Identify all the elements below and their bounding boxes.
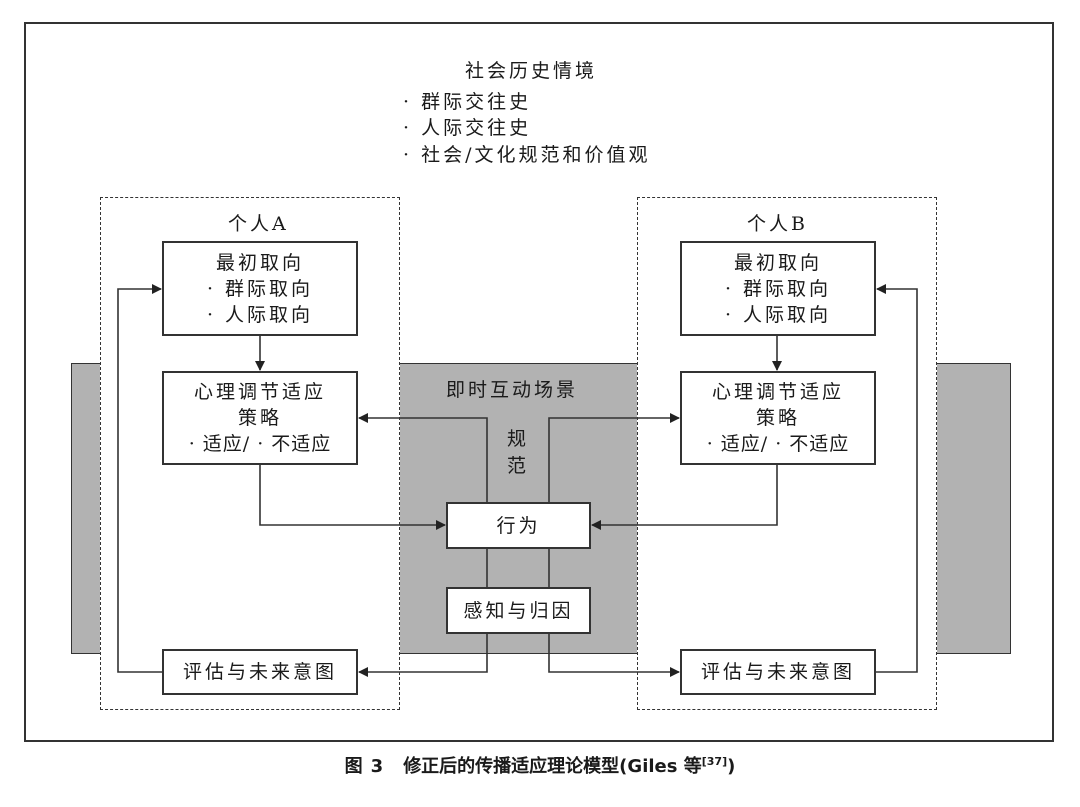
behavior-box: 行为: [446, 502, 591, 549]
perception-attribution-box: 感知与归因: [446, 587, 591, 634]
adjustment-subtitle: 策略: [237, 407, 282, 429]
context-item: · 人际交往史: [403, 117, 532, 139]
person-b-evaluation-box: 评估与未来意图: [680, 649, 876, 695]
evaluation-label: 评估与未来意图: [700, 661, 855, 683]
caption-number: 3: [370, 756, 384, 777]
person-b-initial-orientation-box: 最初取向 · 群际取向 · 人际取向: [680, 241, 876, 336]
context-title: 社会历史情境: [465, 60, 598, 82]
orientation-item: · 人际取向: [206, 303, 314, 326]
adjustment-subtitle: 策略: [755, 407, 800, 429]
behavior-label: 行为: [496, 514, 541, 537]
orientation-item: · 群际取向: [724, 277, 832, 300]
context-item: · 群际交往史: [403, 91, 532, 113]
perception-label: 感知与归因: [463, 599, 574, 622]
norms-char: 范: [507, 455, 527, 477]
caption-reference: [37]: [701, 755, 728, 768]
interaction-scene-title: 即时互动场景: [446, 379, 579, 401]
context-item: · 社会/文化规范和价值观: [403, 144, 651, 166]
person-a-evaluation-box: 评估与未来意图: [162, 649, 358, 695]
adjustment-items: · 适应/ · 不适应: [706, 433, 850, 455]
caption-text: 修正后的传播适应理论模型(: [403, 756, 628, 777]
initial-orientation-title: 最初取向: [733, 251, 822, 274]
orientation-item: · 人际取向: [724, 303, 832, 326]
person-a-label: 个人A: [228, 213, 289, 235]
orientation-item: · 群际取向: [206, 277, 314, 300]
caption-figure: 图: [344, 756, 363, 777]
person-a-adjustment-box: 心理调节适应 策略 · 适应/ · 不适应: [162, 371, 358, 465]
diagram-frame: [24, 22, 1054, 742]
evaluation-label: 评估与未来意图: [182, 661, 337, 683]
adjustment-title: 心理调节适应: [193, 381, 326, 403]
initial-orientation-title: 最初取向: [215, 251, 304, 274]
person-a-initial-orientation-box: 最初取向 · 群际取向 · 人际取向: [162, 241, 358, 336]
person-b-adjustment-box: 心理调节适应 策略 · 适应/ · 不适应: [680, 371, 876, 465]
caption-author: Giles 等: [627, 756, 702, 777]
norms-label: 规 范: [507, 426, 526, 480]
person-b-label: 个人B: [747, 213, 808, 235]
norms-char: 规: [507, 428, 527, 450]
adjustment-items: · 适应/ · 不适应: [188, 433, 332, 455]
caption-close: ): [727, 756, 736, 777]
adjustment-title: 心理调节适应: [711, 381, 844, 403]
